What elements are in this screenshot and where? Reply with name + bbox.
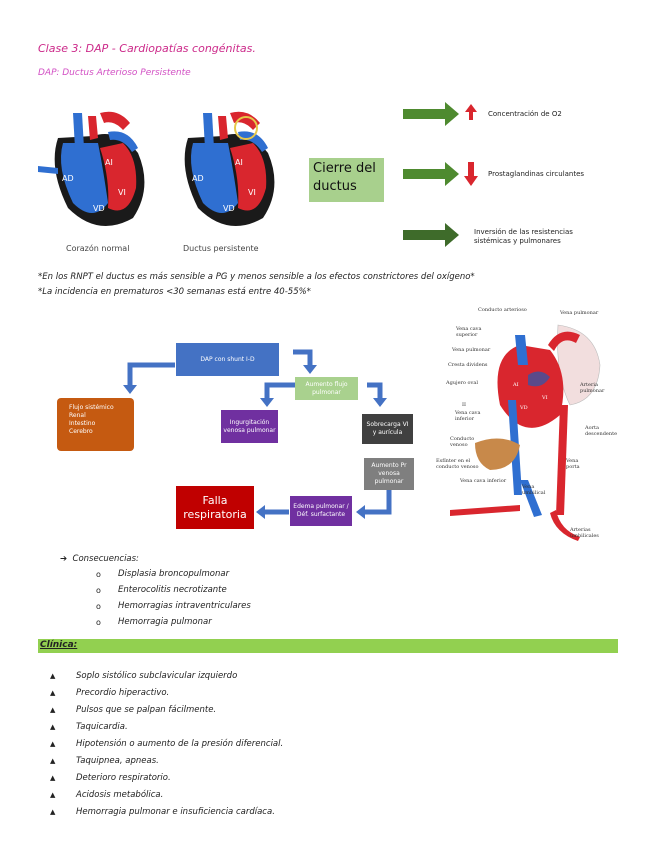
cierre-ductus-box: Cierre del ductus	[309, 158, 384, 202]
cierre-item-o2: Concentración de O2	[488, 110, 562, 118]
list-item: ▲Taquicardia.	[50, 721, 128, 732]
list-item: ▲Acidosis metabólica.	[50, 789, 164, 800]
triangle-bullet-icon: ▲	[50, 688, 56, 697]
note-incidencia: *La incidencia en prematuros <30 semanas…	[38, 287, 311, 297]
anat-esfinter: Esfínter en el conducto venoso	[436, 458, 479, 470]
list-item: ▲Hemorragia pulmonar e insuficiencia car…	[50, 806, 275, 817]
consecuencias-heading: ➔ Consecuencias:	[60, 554, 139, 564]
note-rnpt: *En los RNPT el ductus es más sensible a…	[38, 272, 475, 282]
chamber-vi-label: VI	[118, 188, 126, 197]
bullet-icon: o	[96, 617, 101, 627]
flow-box-falla: Falla respiratoria	[176, 486, 254, 529]
triangle-bullet-icon: ▲	[50, 722, 56, 731]
list-item: ▲Pulsos que se palpan fácilmente.	[50, 704, 217, 715]
chamber-vd-label-2: VD	[223, 204, 235, 213]
flujo-item: Renal	[69, 412, 86, 419]
list-item: ▲Taquipnea, apneas.	[50, 755, 159, 766]
chamber-ai-label-2: AI	[235, 158, 243, 167]
anat-vena-cava-inferior-top: Vena cava inferior	[455, 410, 481, 422]
anat-vena-porta: Vena porta	[566, 458, 580, 470]
chamber-vd-label: VD	[93, 204, 105, 213]
flow-box-ingurgitacion: Ingurgitación venosa pulmonar	[221, 410, 278, 443]
list-item: ▲Hipotensión o aumento de la presión dif…	[50, 738, 284, 749]
bullet-icon: o	[96, 569, 101, 579]
anat-aorta-descendente: Aorta descendente	[585, 425, 618, 437]
cierre-item-pg: Prostaglandinas circulantes	[488, 170, 585, 178]
triangle-bullet-icon: ▲	[50, 773, 56, 782]
arrow-right-icon	[403, 223, 459, 247]
anat-arteria-pulmonar: Arteria pulmonar	[580, 382, 605, 394]
arrow-right-icon	[403, 162, 459, 186]
flow-arrow-to-flujo	[127, 362, 175, 385]
anat-agujero-oval: Agujero oval	[446, 380, 478, 386]
anat-vd: VD	[520, 405, 528, 411]
triangle-bullet-icon: ▲	[50, 705, 56, 714]
anat-vi: VI	[542, 395, 548, 401]
anat-arterias-umbilicales: Arterias umbilicales	[570, 527, 599, 539]
triangle-bullet-icon: ▲	[50, 756, 56, 765]
flujo-item: Cerebro	[69, 428, 93, 435]
flujo-item: Intestino	[69, 420, 96, 427]
anat-vena-cava-inferior: Vena cava inferior	[460, 478, 507, 484]
flow-box-edema: Edema pulmonar / Déf. surfactante	[290, 496, 352, 526]
bullet-icon: o	[96, 601, 101, 611]
chamber-ad-label: AD	[62, 174, 74, 183]
clinica-heading: Clínica:	[40, 640, 78, 650]
flujo-sistemico-title: Flujo sistémico	[69, 404, 114, 411]
flow-box-aumento-flujo: Aumento flujo pulmonar	[295, 377, 358, 400]
flow-arrows	[123, 349, 392, 519]
red-up-arrow-icon	[465, 104, 477, 120]
hearts-illustration	[38, 111, 275, 226]
flow-arrow-to-sobrecarga	[367, 382, 383, 398]
heart-ductus-caption: Ductus persistente	[183, 244, 259, 253]
anat-vena-pulmonar-top: Vena pulmonar	[560, 310, 599, 316]
page-title: Clase 3: DAP - Cardiopatías congénitas.	[38, 42, 256, 55]
arrow-bullet-icon: ➔	[60, 554, 73, 564]
flow-arrow-to-edema	[365, 490, 392, 515]
chamber-vi-label-2: VI	[248, 188, 256, 197]
flow-box-sobrecarga: Sobrecarga VI y aurícula	[362, 414, 413, 444]
arrow-right-icon	[403, 102, 459, 126]
flow-arrow-to-ingurgitacion	[264, 382, 295, 398]
anat-conducto-arterioso: Conducto arterioso	[478, 307, 527, 313]
fetal-circulation-illustration	[450, 324, 601, 541]
red-down-arrow-icon	[464, 162, 478, 186]
chamber-ad-label-2: AD	[192, 174, 204, 183]
chamber-ai-label: AI	[105, 158, 113, 167]
list-item: ▲Precordio hiperactivo.	[50, 687, 170, 698]
anat-vena-umbilical: Vena umbilical	[522, 484, 546, 496]
flow-box-aumento-pr: Aumento Pr venosa pulmonar	[364, 458, 414, 490]
page-subtitle: DAP: Ductus Arterioso Persistente	[38, 68, 191, 78]
triangle-bullet-icon: ▲	[50, 790, 56, 799]
liver-icon	[475, 438, 520, 470]
anat-conducto-venoso: Conducto venoso	[450, 436, 475, 448]
cierre-arrows	[403, 102, 478, 247]
triangle-bullet-icon: ▲	[50, 739, 56, 748]
anat-ai: AI	[513, 382, 519, 388]
anat-cresta-dividens: Cresta dividens	[448, 362, 488, 368]
list-item: ▲Deterioro respiratorio.	[50, 772, 171, 783]
bullet-icon: o	[96, 585, 101, 595]
clinica-list: ▲Soplo sistólico subclavicular izquierdo…	[50, 667, 283, 820]
heart-icon	[497, 345, 564, 428]
triangle-bullet-icon: ▲	[50, 807, 56, 816]
flow-box-dap: DAP con shunt I-D	[176, 343, 279, 376]
triangle-bullet-icon: ▲	[50, 671, 56, 680]
heart-normal-icon	[38, 111, 145, 226]
cierre-item-resistencias: Inversión de las resistencias sistémicas…	[474, 228, 573, 245]
heart-ductus-icon	[184, 111, 275, 226]
clinica-header-bar	[38, 639, 618, 653]
flow-box-flujo-sistemico: Flujo sistémico Renal Intestino Cerebro	[57, 398, 134, 451]
list-item: ▲Soplo sistólico subclavicular izquierdo	[50, 670, 238, 681]
flow-arrow-to-aumento	[293, 349, 313, 365]
heart-normal-caption: Corazón normal	[66, 244, 130, 253]
anat-ii: II	[462, 402, 466, 408]
anat-vena-cava-superior: Vena cava superior	[456, 326, 482, 338]
anat-vena-pulmonar: Vena pulmonar	[452, 347, 491, 353]
